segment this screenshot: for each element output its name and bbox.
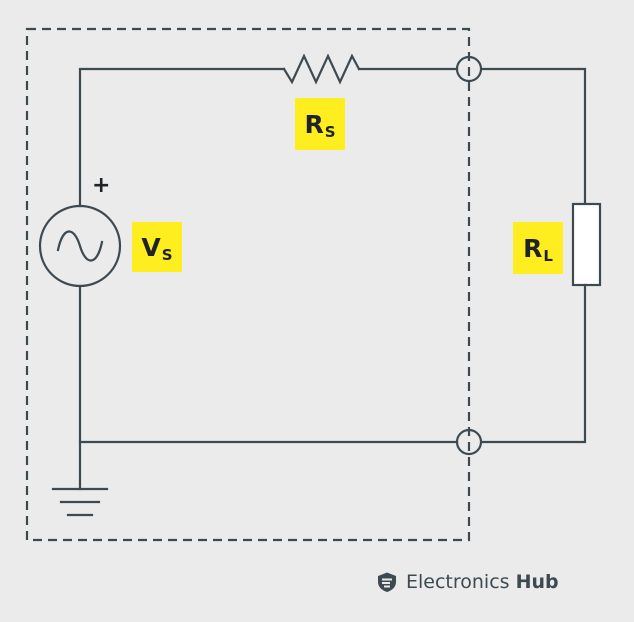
load-resistor-body	[571, 202, 602, 287]
source-resistor-zigzag	[282, 53, 361, 85]
shield-icon	[378, 572, 396, 592]
terminal-top	[455, 55, 483, 83]
polarity-plus-sign: +	[92, 173, 111, 198]
terminal-bottom	[455, 428, 483, 456]
source-voltage-label-sub: S	[161, 245, 173, 264]
source-voltage-label-main: V	[141, 232, 161, 262]
top-wire-left	[78, 67, 286, 208]
brand-name-part2: Hub	[515, 571, 559, 593]
brand-watermark: Electronics Hub	[376, 568, 559, 596]
top-wire-right	[480, 67, 587, 206]
bottom-wire-right	[480, 283, 587, 444]
source-resistor-label-main: R	[304, 109, 324, 139]
load-resistor-label-main: R	[523, 233, 543, 263]
load-resistor-label-sub: L	[543, 246, 553, 265]
brand-name-part1: Electronics	[406, 571, 510, 593]
source-resistor-label-sub: S	[324, 122, 336, 141]
source-boundary	[25, 27, 471, 542]
sine-wave-icon	[56, 230, 104, 262]
